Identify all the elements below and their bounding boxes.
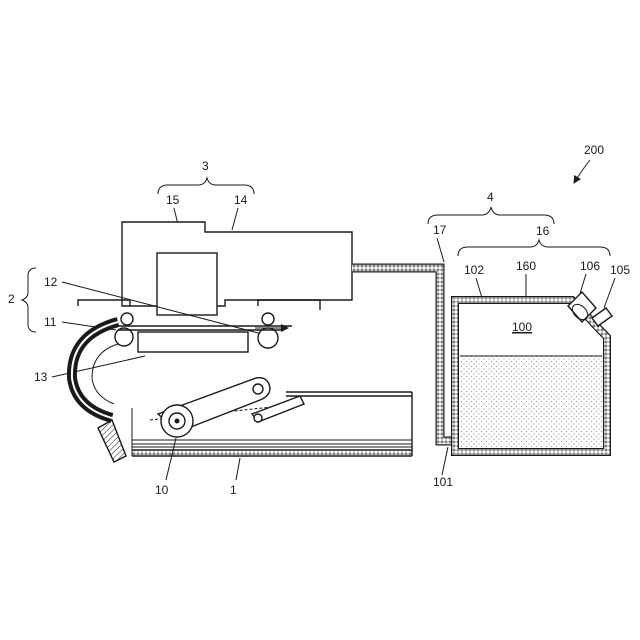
pinch-roller-left bbox=[121, 313, 133, 325]
brace-4 bbox=[428, 207, 554, 224]
label-100: 100 bbox=[512, 320, 532, 334]
label-2: 2 bbox=[8, 292, 15, 306]
label-11: 11 bbox=[44, 315, 57, 329]
leader-17 bbox=[437, 238, 444, 262]
label-102: 102 bbox=[464, 263, 484, 277]
rail-right bbox=[258, 300, 320, 310]
brace-2 bbox=[22, 268, 36, 332]
label-105: 105 bbox=[610, 263, 630, 277]
pinch-roller-right bbox=[262, 313, 274, 325]
conveying-roller-11 bbox=[115, 328, 133, 346]
ink-fill bbox=[460, 356, 602, 447]
label-101: 101 bbox=[433, 475, 453, 489]
leader-105 bbox=[604, 278, 615, 308]
label-13: 13 bbox=[34, 370, 48, 384]
label-106: 106 bbox=[580, 259, 600, 273]
guide-tab bbox=[98, 420, 126, 462]
label-12: 12 bbox=[44, 275, 58, 289]
leader-14 bbox=[232, 208, 238, 230]
carriage-3: 3 15 14 bbox=[122, 159, 352, 315]
label-200-group: 200 bbox=[574, 143, 604, 183]
arm-pivot bbox=[253, 384, 263, 394]
label-10: 10 bbox=[155, 483, 169, 497]
discharge-roller-12 bbox=[258, 328, 278, 348]
feed-tray-1: 1 10 bbox=[132, 378, 412, 497]
leader-102 bbox=[476, 278, 482, 298]
label-200-arrow bbox=[574, 160, 590, 183]
label-3: 3 bbox=[202, 159, 209, 173]
platen-13 bbox=[138, 332, 248, 352]
label-4: 4 bbox=[487, 190, 494, 204]
ink-tube-17: 17 bbox=[352, 223, 456, 441]
brace-3 bbox=[158, 178, 254, 194]
label-160: 160 bbox=[516, 259, 536, 273]
label-16: 16 bbox=[536, 224, 550, 238]
recording-head-15 bbox=[157, 253, 217, 315]
leader-13 bbox=[52, 356, 145, 377]
label-14: 14 bbox=[234, 193, 248, 207]
label-200: 200 bbox=[584, 143, 604, 157]
label-1: 1 bbox=[230, 483, 237, 497]
brace-16 bbox=[458, 240, 610, 256]
leader-101 bbox=[442, 447, 448, 475]
label-15: 15 bbox=[166, 193, 180, 207]
leader-1 bbox=[236, 458, 240, 480]
label-17: 17 bbox=[433, 223, 447, 237]
ink-supply-4: 4 16 102 160 106 105 100 101 bbox=[428, 190, 630, 489]
